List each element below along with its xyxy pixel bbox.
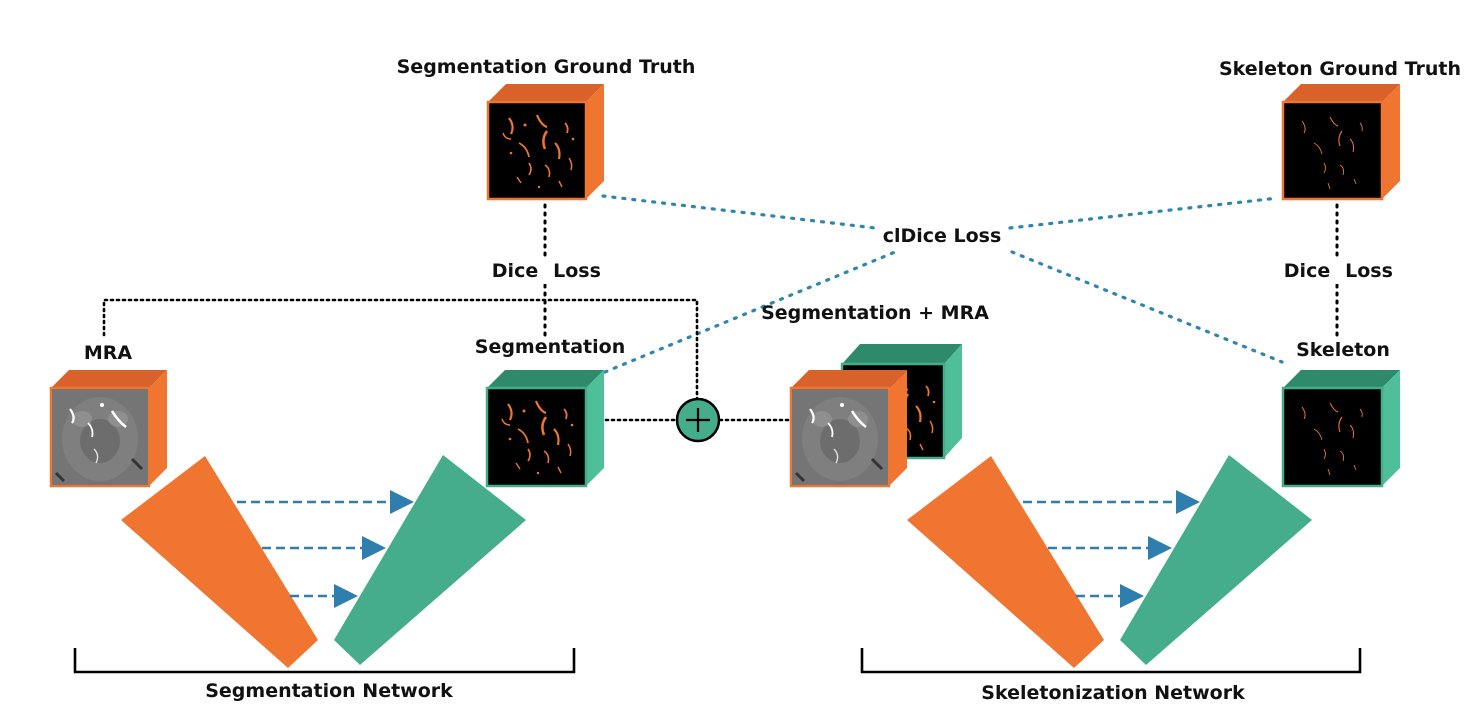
dice-loss-left-label-2: Loss bbox=[553, 260, 601, 282]
dice-loss-left-label-1: Dice bbox=[492, 260, 538, 282]
segmentation-output-cube bbox=[485, 370, 604, 488]
dice-loss-right-label-2: Loss bbox=[1345, 260, 1393, 282]
skeleton-label: Skeleton bbox=[1296, 339, 1390, 361]
skel-skip-arrow-3 bbox=[1076, 584, 1144, 608]
seg-mra-stacked-orange bbox=[789, 370, 907, 488]
skel-network-label: Skeletonization Network bbox=[981, 682, 1245, 704]
seg-skip-arrow-3 bbox=[290, 584, 358, 608]
seg-plus-mra-label: Segmentation + MRA bbox=[761, 302, 989, 324]
skel-network-bracket bbox=[860, 648, 1362, 674]
cldice-line-skel-gt bbox=[1008, 196, 1280, 230]
cldice-line-seg bbox=[603, 248, 902, 374]
cldice-line-seg-gt bbox=[601, 194, 877, 230]
skel-ground-truth-label: Skeleton Ground Truth bbox=[1219, 58, 1461, 80]
skel-encoder-shape bbox=[907, 456, 1104, 668]
seg-skip-arrow-2 bbox=[262, 536, 386, 560]
skeleton-output-cube bbox=[1281, 370, 1400, 488]
seg-encoder-shape bbox=[121, 456, 318, 668]
seg-ground-truth-label: Segmentation Ground Truth bbox=[397, 56, 696, 78]
skel-decoder-shape bbox=[1120, 455, 1312, 665]
dice-loss-right-label-1: Dice bbox=[1284, 260, 1330, 282]
seg-network-label: Segmentation Network bbox=[205, 680, 453, 702]
skel-skip-arrow-1 bbox=[1023, 490, 1200, 514]
mra-input-cube bbox=[49, 370, 167, 488]
cldice-line-skel bbox=[1010, 250, 1284, 364]
cldice-loss-label: clDice Loss bbox=[883, 225, 1002, 247]
seg-network-bracket bbox=[73, 648, 576, 674]
segmentation-label: Segmentation bbox=[475, 336, 625, 358]
skel-skip-arrow-2 bbox=[1048, 536, 1172, 560]
skel-ground-truth-cube bbox=[1281, 84, 1400, 201]
plus-circle-icon bbox=[675, 397, 721, 443]
mra-label: MRA bbox=[84, 342, 133, 364]
seg-skip-arrow-1 bbox=[237, 490, 414, 514]
seg-ground-truth-cube bbox=[486, 84, 604, 201]
seg-decoder-shape bbox=[334, 455, 526, 665]
mra-skip-connection bbox=[102, 298, 699, 402]
